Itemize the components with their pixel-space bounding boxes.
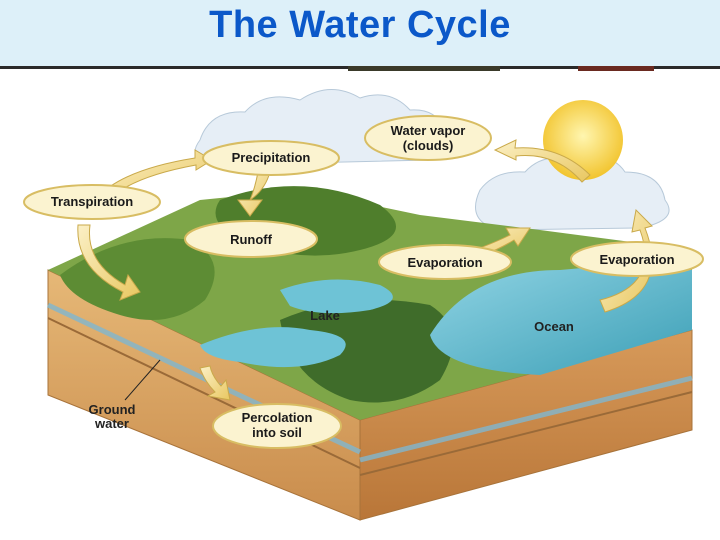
water-vapor-text: Water vapor [391,123,466,138]
label-water-vapor: Water vapor (clouds) [364,115,492,161]
into-soil-text: into soil [252,425,302,440]
arrow-to-clouds [493,139,591,183]
arrow-transpiration [77,224,141,301]
clouds-text: (clouds) [403,138,454,153]
lake-label: Lake [310,308,340,323]
precipitation-text: Precipitation [232,150,311,165]
label-transpiration: Transpiration [23,184,161,220]
label-runoff: Runoff [184,220,318,258]
arrow-percolation [199,365,231,401]
label-evaporation-lake: Evaporation [378,244,512,280]
arrow-evaporation-ocean [599,208,653,313]
photo-strip [578,66,654,71]
ground-water-pointer [124,359,161,401]
page-title: The Water Cycle [209,4,511,46]
arrow-precipitation [237,171,271,217]
label-percolation: Percolation into soil [212,403,342,449]
ocean-label: Ocean [534,319,574,334]
label-evaporation-ocean: Evaporation [570,241,704,277]
photo-strip [348,66,500,71]
label-precipitation: Precipitation [202,140,340,176]
title-banner: The Water Cycle [0,0,720,69]
runoff-text: Runoff [230,232,273,247]
percolation-text: Percolation [242,410,313,425]
evaporation-lake-text: Evaporation [407,255,482,270]
transpiration-text: Transpiration [51,194,133,209]
ground-label: Ground [89,402,136,417]
water-label: water [94,416,129,431]
water-bodies [200,266,692,375]
evaporation-ocean-text: Evaporation [599,252,674,267]
